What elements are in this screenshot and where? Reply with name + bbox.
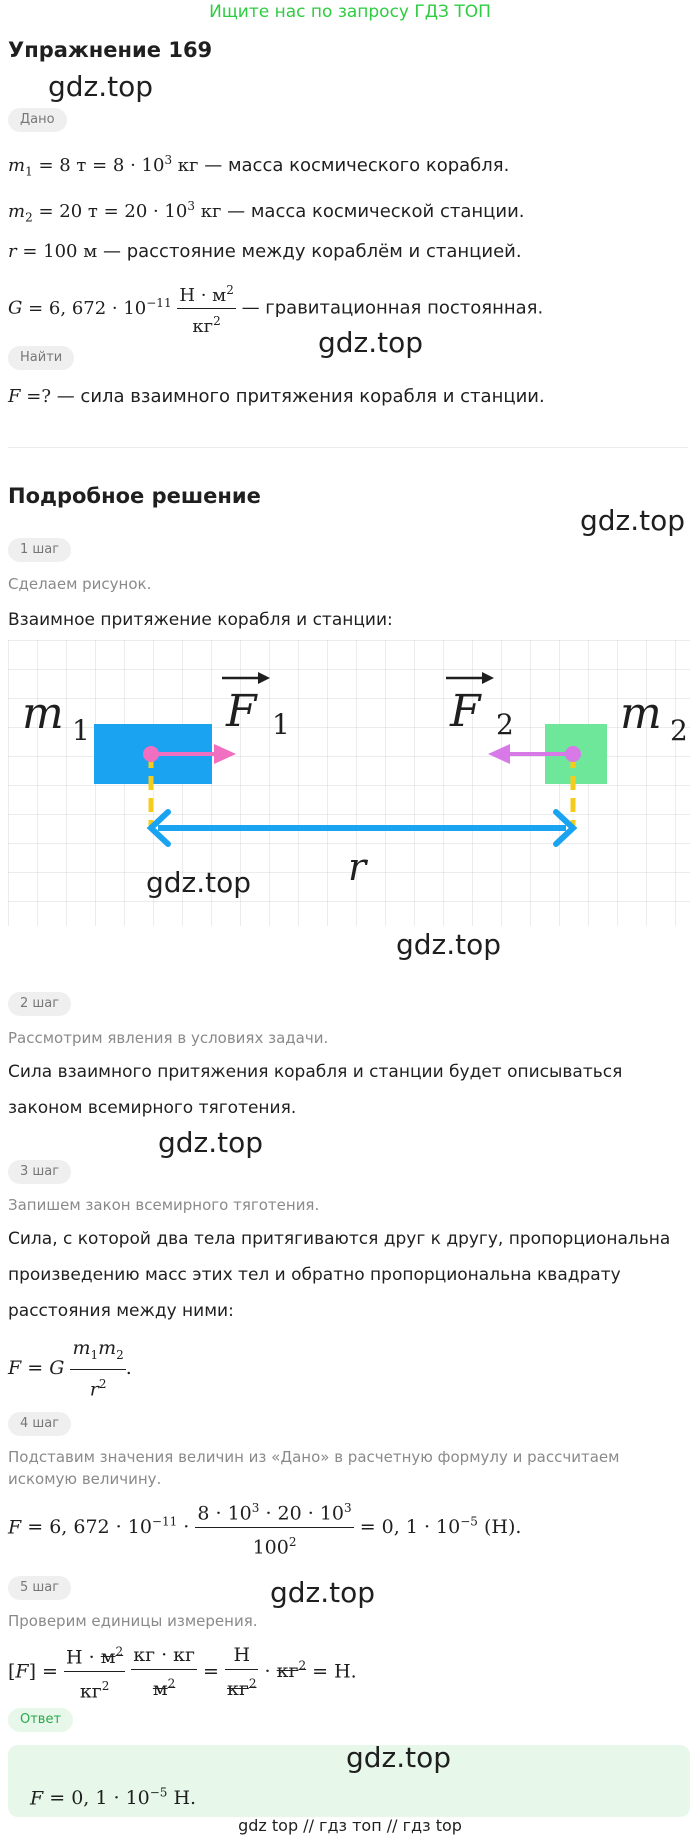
given-m1: m1 = 8 т = 8 · 103 кг — масса космическо… xyxy=(8,153,510,179)
divider xyxy=(8,447,688,448)
find-F: F =? — сила взаимного притяжения корабля… xyxy=(8,386,545,407)
footer-links: gdz top // гдз топ // гдз top xyxy=(238,1816,462,1835)
step-3-subtitle: Запишем закон всемирного тяготения. xyxy=(8,1196,320,1214)
step-5-chip: 5 шаг xyxy=(8,1576,72,1600)
given-m1-desc: — масса космического корабля. xyxy=(204,155,510,176)
answer-chip: Ответ xyxy=(8,1708,74,1732)
watermark: gdz.top xyxy=(346,1741,452,1774)
search-banner: Ищите нас по запросу ГДЗ ТОП xyxy=(209,2,491,22)
answer-formula: F = 0, 1 · 10−5 Н. xyxy=(30,1786,197,1810)
answer-box: gdz.top F = 0, 1 · 10−5 Н. xyxy=(8,1741,690,1817)
find-chip: Найти xyxy=(8,346,75,370)
step-1-subtitle: Сделаем рисунок. xyxy=(8,575,152,593)
label-F1-sub: 1 xyxy=(272,708,290,741)
watermark: gdz.top xyxy=(396,928,502,961)
step-4-chip: 4 шаг xyxy=(8,1412,72,1436)
distance-left-head xyxy=(146,809,171,847)
label-m2: m xyxy=(620,688,662,739)
given-m2: m2 = 20 т = 20 · 103 кг — масса космичес… xyxy=(8,199,525,225)
step-1-chip: 1 шаг xyxy=(8,538,72,562)
attraction-figure: m 1 m 2 F 1 F 2 r gdz.top xyxy=(8,640,690,926)
F1-arrowhead xyxy=(214,744,236,764)
label-F2-sub: 2 xyxy=(496,708,514,741)
step-5-subtitle: Проверим единицы измерения. xyxy=(8,1612,258,1630)
F1-vector-head xyxy=(258,672,270,684)
watermark: gdz.top xyxy=(318,326,424,359)
given-r-desc: — расстояние между кораблём и станцией. xyxy=(102,241,522,262)
given-r: r = 100 м — расстояние между кораблём и … xyxy=(8,241,522,262)
ship-center-dot xyxy=(143,746,159,762)
station-center-dot xyxy=(565,746,581,762)
given-chip: Дано xyxy=(8,108,67,132)
step-1-text: Взаимное притяжение корабля и станции: xyxy=(8,610,393,630)
label-F1: F xyxy=(225,686,258,737)
find-desc: — сила взаимного притяжения корабля и ст… xyxy=(56,386,545,407)
step-3-chip: 3 шаг xyxy=(8,1160,72,1184)
label-m1-sub: 1 xyxy=(72,714,90,747)
watermark: gdz.top xyxy=(48,70,154,103)
step-4-subtitle: Подставим значения величин из «Дано» в р… xyxy=(8,1448,620,1488)
label-m1: m xyxy=(22,688,64,739)
watermark: gdz.top xyxy=(580,504,686,537)
given-m2-desc: — масса космической станции. xyxy=(227,201,525,222)
distance-right-head xyxy=(553,809,578,847)
label-r: r xyxy=(348,845,369,889)
label-m2-sub: 2 xyxy=(670,714,688,747)
F2-arrowhead xyxy=(488,744,510,764)
step-2-text: Сила взаимного притяжения корабля и стан… xyxy=(8,1062,623,1118)
label-F2: F xyxy=(449,686,482,737)
step-3-text: Сила, с которой два тела притягиваются д… xyxy=(8,1229,671,1321)
F2-vector-head xyxy=(482,672,494,684)
watermark: gdz.top xyxy=(270,1576,376,1609)
solution-title: Подробное решение xyxy=(8,484,261,508)
given-G-desc: — гравитационная постоянная. xyxy=(241,297,544,319)
step-2-subtitle: Рассмотрим явления в условиях задачи. xyxy=(8,1029,329,1047)
exercise-title: Упражнение 169 xyxy=(8,38,213,62)
step-2-chip: 2 шаг xyxy=(8,992,72,1016)
watermark: gdz.top xyxy=(146,866,251,899)
watermark: gdz.top xyxy=(158,1126,264,1159)
